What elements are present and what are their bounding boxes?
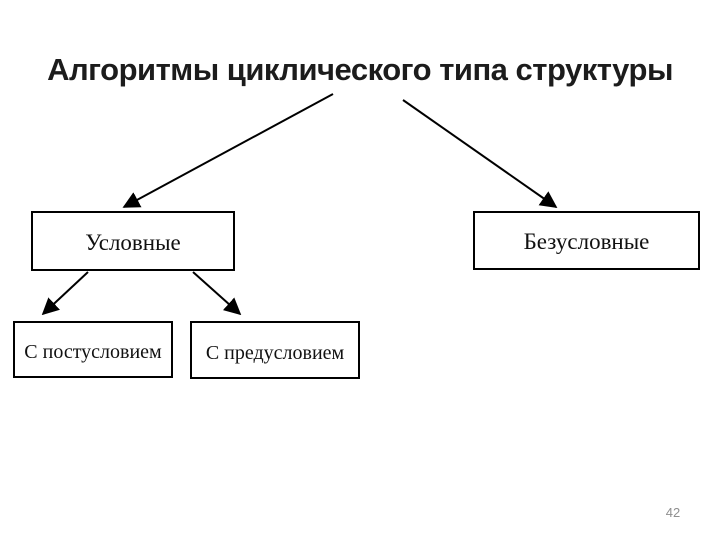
edge-uslovnye-to-preduslovie-arrow [192,271,242,316]
diagram-node-postuslovie: С постусловием [13,321,173,378]
diagram-node-preduslovie: С предусловием [190,321,360,379]
slide-page-number: 42 [665,505,681,520]
diagram-node-bezuslovnye: Безусловные [473,211,700,270]
slide-title: Алгоритмы циклического типа структуры [47,52,673,87]
edge-title-to-bezuslovnye-arrow [402,99,558,208]
edge-uslovnye-to-postuslovie-arrow [41,271,89,316]
diagram-node-uslovnye: Условные [31,211,235,271]
edge-title-to-uslovnye-arrow [122,93,334,208]
